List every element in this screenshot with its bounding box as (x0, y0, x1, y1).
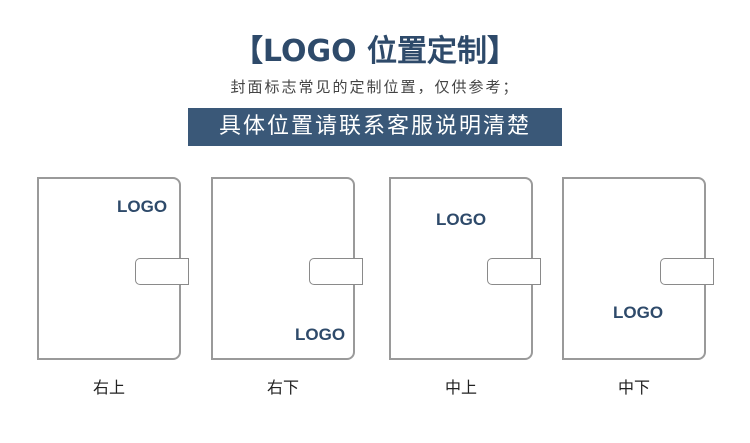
clasp (660, 258, 714, 285)
logo-mark: LOGO (117, 197, 168, 216)
notebook-top-center: LOGO (389, 177, 541, 360)
clasp (487, 258, 541, 285)
label-top-right: 右上 (92, 378, 125, 397)
logo-mark: LOGO (436, 210, 487, 229)
banner: 具体位置请联系客服说明清楚 (188, 108, 562, 146)
label-bottom-center: 中下 (617, 378, 650, 397)
subtitle: 封面标志常见的定制位置，仅供参考； (230, 78, 520, 96)
clasp (135, 258, 189, 285)
notebook-bottom-center: LOGO (562, 177, 714, 360)
logo-mark: LOGO (295, 325, 346, 344)
notebook-top-right: LOGO (37, 177, 189, 360)
clasp (309, 258, 363, 285)
notebook-bottom-right: LOGO (211, 177, 363, 360)
page-title: 【LOGO 位置定制】 (232, 34, 518, 69)
logo-mark: LOGO (613, 303, 664, 322)
label-top-center: 中上 (444, 378, 477, 397)
label-bottom-right: 右下 (266, 378, 299, 397)
